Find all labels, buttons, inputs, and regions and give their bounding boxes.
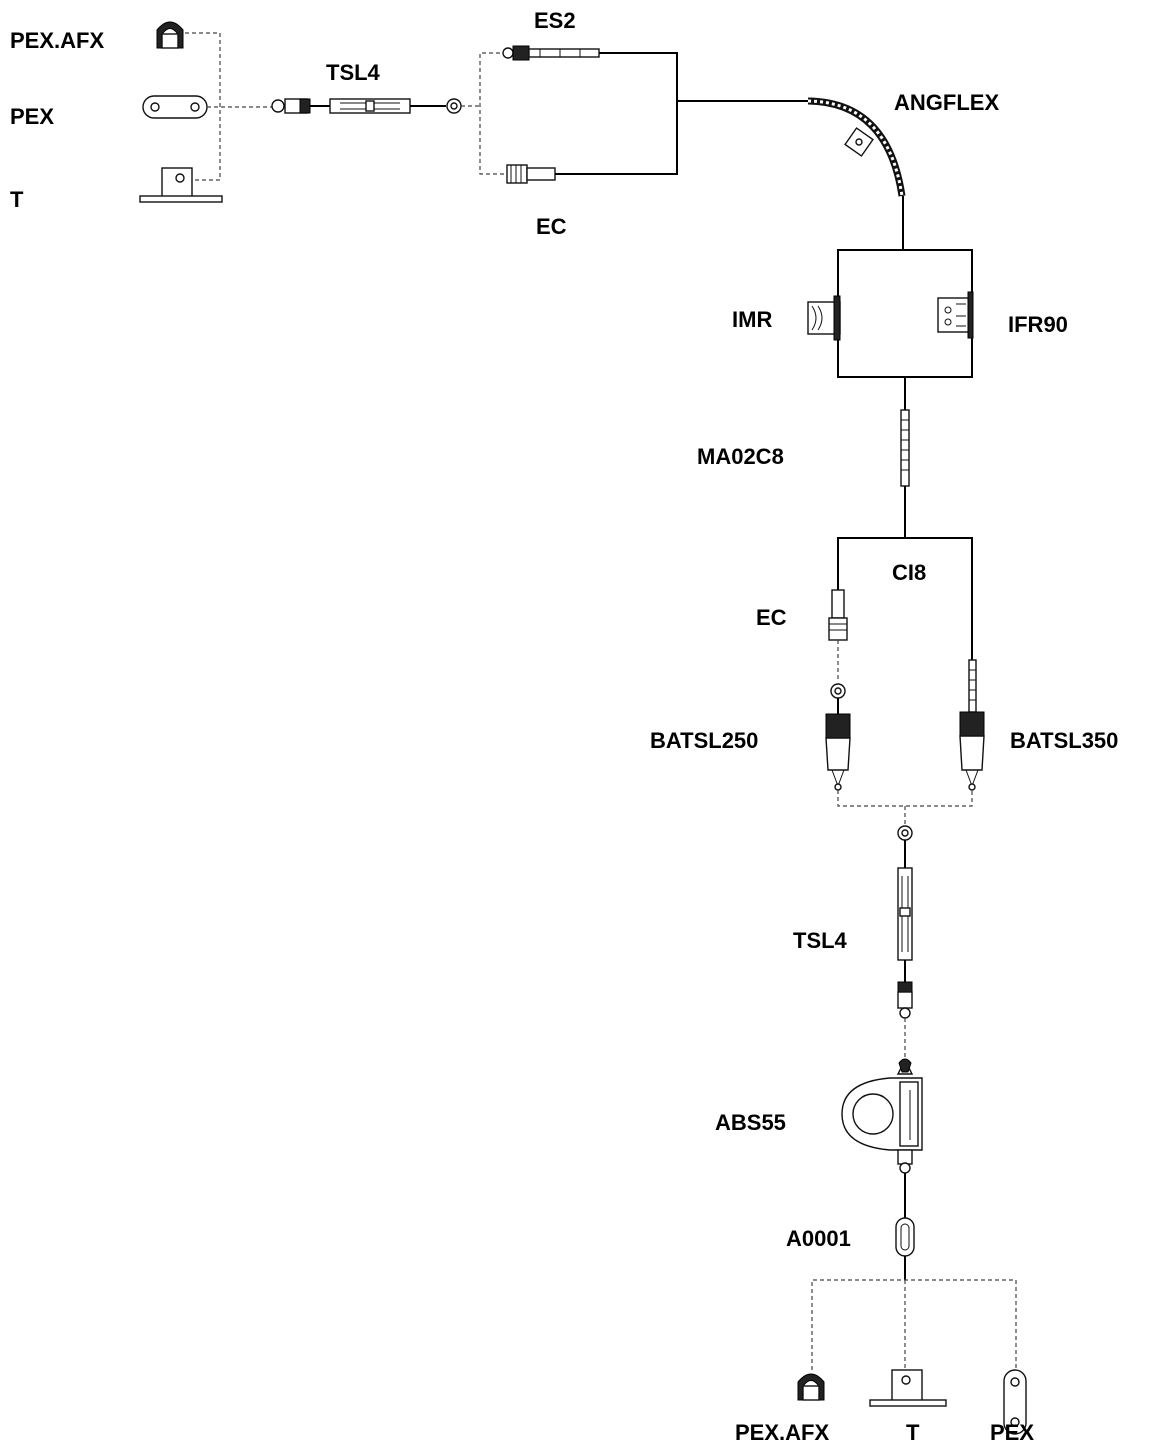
ma02c8-icon (900, 409, 910, 487)
label-tsl4-mid: TSL4 (793, 928, 848, 953)
label-ec-mid: EC (756, 605, 787, 630)
tsl4-mid-icon (897, 825, 913, 1019)
label-ifr90: IFR90 (1008, 312, 1068, 337)
label-es2: ES2 (534, 8, 576, 33)
imr-icon (807, 295, 841, 341)
label-pex-bottom: PEX (990, 1420, 1034, 1445)
label-imr: IMR (732, 307, 772, 332)
abs55-icon (841, 1058, 923, 1174)
label-angflex: ANGFLEX (894, 90, 999, 115)
es2-ec-dash-bracket (479, 52, 505, 175)
absorbers-join-dash (837, 790, 973, 807)
label-ci8: CI8 (892, 560, 926, 585)
t-bottom-icon (869, 1369, 947, 1407)
label-abs55: ABS55 (715, 1110, 786, 1135)
ec-top-icon (506, 164, 556, 184)
pex-bottom-icon (1003, 1369, 1027, 1435)
es2-icon (502, 45, 600, 61)
label-pex-afx-top: PEX.AFX (10, 28, 104, 53)
label-a0001: A0001 (786, 1226, 851, 1251)
t-top-icon (139, 167, 223, 203)
label-pex-afx-bottom: PEX.AFX (735, 1420, 829, 1445)
pex-top-icon (142, 95, 208, 119)
pex-afx-top-icon (156, 21, 184, 49)
angflex-icon (807, 97, 906, 197)
label-pex-top: PEX (10, 104, 54, 129)
top-cable-bracket (555, 52, 678, 175)
label-batsl350: BATSL350 (1010, 728, 1118, 753)
label-ma02c8: MA02C8 (697, 444, 784, 469)
bottom-split-dash (811, 1279, 1017, 1370)
label-ec-top: EC (536, 214, 567, 239)
a0001-icon (895, 1217, 915, 1257)
label-t-bottom: T (906, 1420, 920, 1445)
top-anchor-dashes (185, 32, 221, 181)
top-anchor-group: PEX.AFX PEX T (10, 21, 275, 212)
label-tsl4-top: TSL4 (326, 60, 381, 85)
ec-mid-icon (828, 589, 848, 641)
label-batsl250: BATSL250 (650, 728, 758, 753)
batsl250-icon (825, 683, 851, 791)
pex-afx-bottom-icon (797, 1373, 825, 1401)
batsl350-icon (959, 659, 985, 791)
label-t-top: T (10, 187, 24, 212)
tsl4-top-icon (271, 98, 462, 114)
ifr90-icon (937, 291, 974, 339)
ci8-cable-bracket (837, 537, 973, 660)
